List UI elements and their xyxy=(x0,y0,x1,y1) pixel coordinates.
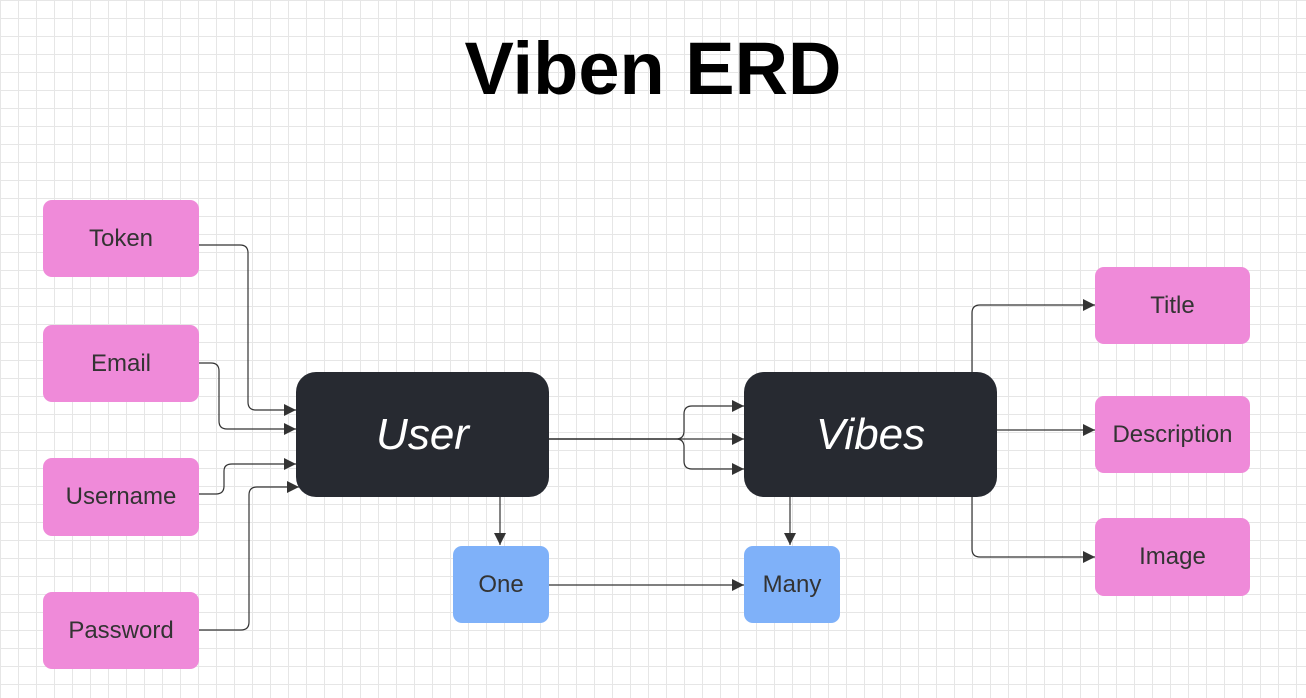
edge-vibes-title xyxy=(971,299,1095,372)
username-label: Username xyxy=(65,483,177,510)
many-label: Many xyxy=(762,570,822,598)
description-label: Description xyxy=(1112,420,1233,448)
token-label: Token xyxy=(88,224,154,252)
title-attribute[interactable]: Title xyxy=(1095,267,1250,344)
user-entity[interactable]: User xyxy=(296,372,549,497)
user-entity-label: User xyxy=(376,409,469,459)
edge-password-user xyxy=(199,481,299,631)
password-attribute[interactable]: Password xyxy=(43,592,199,669)
password-label: Password xyxy=(68,616,174,644)
username-attribute[interactable]: Username xyxy=(43,458,199,536)
edge-token-user xyxy=(199,244,296,416)
title-label: Title xyxy=(1150,291,1195,319)
vibes-entity[interactable]: Vibes xyxy=(744,372,997,497)
edge-email-user xyxy=(199,362,296,435)
image-attribute[interactable]: Image xyxy=(1095,518,1250,596)
email-label: Email xyxy=(90,349,151,377)
description-attribute[interactable]: Description xyxy=(1095,396,1250,473)
edge-username-user xyxy=(199,458,296,495)
vibes-entity-label: Vibes xyxy=(815,409,926,459)
edge-user-vibes-2 xyxy=(549,400,744,440)
email-attribute[interactable]: Email xyxy=(43,325,199,402)
diagram-title: Viben ERD xyxy=(464,27,842,110)
many-cardinality[interactable]: Many xyxy=(744,546,840,623)
image-label: Image xyxy=(1139,543,1206,570)
edge-vibes-image xyxy=(971,497,1095,563)
token-attribute[interactable]: Token xyxy=(43,200,199,277)
one-label: One xyxy=(478,570,524,598)
one-cardinality[interactable]: One xyxy=(453,546,549,623)
edge-user-vibes-3 xyxy=(549,438,744,475)
